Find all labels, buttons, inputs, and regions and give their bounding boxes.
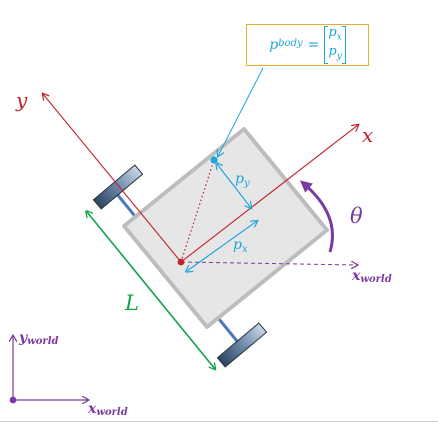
world-x-label-corner: xworld bbox=[87, 401, 128, 418]
world-x-label-right: xworld bbox=[351, 268, 392, 285]
px-component-arrow bbox=[187, 221, 257, 271]
callout-vector-top: px bbox=[328, 25, 342, 43]
callout-equals: = bbox=[307, 37, 320, 53]
body-y-label: y bbox=[15, 88, 28, 112]
right-wheel bbox=[216, 322, 268, 368]
theta-arc bbox=[299, 180, 334, 253]
py-component-arrow bbox=[217, 164, 251, 208]
callout-superscript: body bbox=[278, 37, 303, 49]
position-vector-dotted bbox=[180, 159, 215, 263]
py-label: py bbox=[235, 171, 250, 189]
body-origin bbox=[177, 258, 185, 266]
world-origin bbox=[9, 396, 17, 404]
left-wheel bbox=[92, 164, 144, 210]
theta-label: θ bbox=[350, 204, 363, 228]
callout-vector-bottom: py bbox=[328, 44, 342, 62]
length-label: L bbox=[124, 291, 139, 315]
body-y-axis bbox=[43, 94, 182, 263]
body-x-label: x bbox=[362, 123, 373, 147]
px-label: px bbox=[233, 237, 248, 255]
world-y-label-corner: yworld bbox=[18, 330, 58, 347]
point-p bbox=[210, 156, 218, 164]
callout-vector: px py bbox=[324, 25, 346, 64]
callout-pointer bbox=[218, 67, 264, 156]
length-arrow bbox=[87, 212, 215, 369]
callout-p: p bbox=[269, 37, 279, 53]
